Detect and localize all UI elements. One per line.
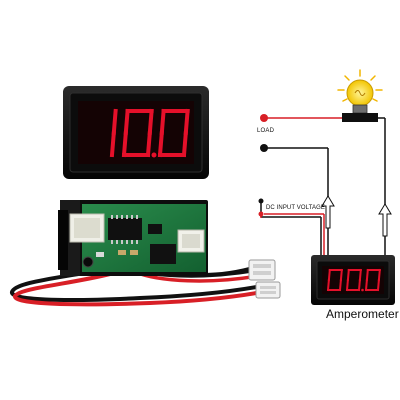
arrow-up-icon [321,195,335,229]
digit-segment [111,108,118,136]
meter-front [63,86,209,179]
digit-segment [345,278,349,292]
digit-segment [147,108,154,136]
load-terminal-negative [260,144,268,152]
amperometer-decimal-point [361,288,364,292]
dc-input-voltage-label: DC INPUT VOLTAGE [266,205,325,211]
digit-segment [181,130,188,158]
digit-segment [346,268,350,282]
amperometer-label: Amperometer [326,307,399,321]
digit-segment [109,130,116,158]
digit-segment [365,268,369,282]
pcb-module [58,200,208,276]
load-terminal-positive [260,114,268,122]
digit-segment [157,130,164,158]
digit-segment [326,278,330,292]
top-display-digits [109,108,190,158]
digit-segment [338,278,342,292]
digit-segment [327,268,331,282]
wire-connectors [248,259,281,299]
digit-segment [364,278,368,292]
digit-segment [123,108,130,136]
top-display-decimal-point [151,152,157,158]
digit-segment [377,268,381,282]
arrow-up-icon [378,203,392,237]
circuit-wires [260,117,386,255]
digit-segment [358,268,362,282]
amperometer-display [311,255,395,305]
dc-terminal-negative [258,198,264,204]
digit-segment [159,108,166,136]
digit-segment [339,268,343,282]
digit-segment [183,108,190,136]
load-label: LOAD [257,128,275,134]
dc-terminal-positive [258,211,264,217]
digit-segment [357,278,361,292]
digit-segment [376,278,380,292]
digit-segment [121,130,128,158]
light-bulb-icon [337,69,383,122]
amperometer-digits [326,268,381,292]
digit-segment [145,130,152,158]
